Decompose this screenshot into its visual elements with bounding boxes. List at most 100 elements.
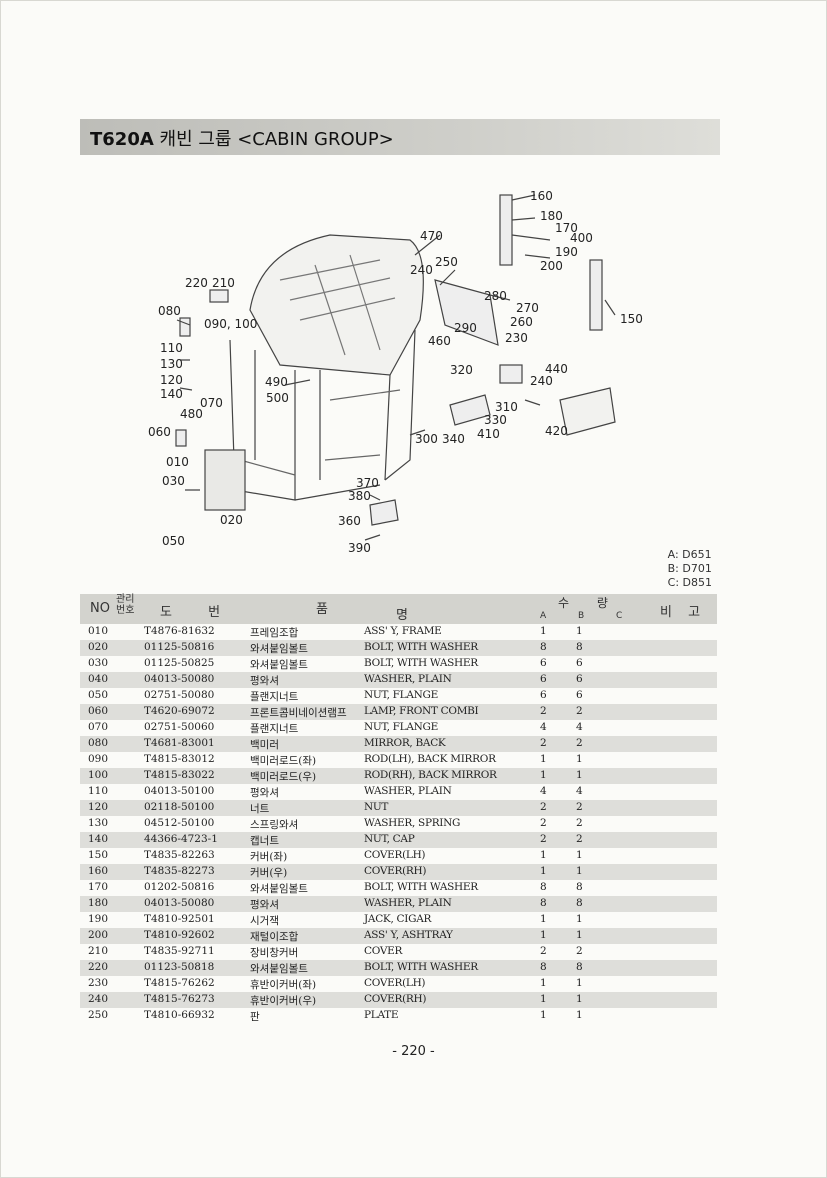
callout-label: 220 [185, 276, 208, 290]
cell-b: 4 [576, 785, 583, 797]
cell-b: 1 [576, 769, 583, 781]
callout-label: 480 [180, 407, 203, 421]
cell-part: 01125-50825 [144, 657, 215, 669]
cell-b: 8 [576, 641, 583, 653]
section-name: 캐빈 그룹 <CABIN GROUP> [159, 129, 394, 150]
cell-part: T4815-76262 [144, 977, 215, 989]
cell-en: NUT, FLANGE [364, 721, 438, 733]
cell-part: 04512-50100 [144, 817, 215, 829]
callout-label: 150 [620, 312, 643, 326]
cell-en: BOLT, WITH WASHER [364, 641, 478, 653]
cell-b: 2 [576, 833, 583, 845]
cell-a: 8 [540, 961, 547, 973]
cell-a: 6 [540, 657, 547, 669]
callout-label: 360 [338, 514, 361, 528]
cell-b: 1 [576, 929, 583, 941]
cell-en: COVER [364, 945, 403, 957]
legend-item: B: D701 [667, 562, 712, 575]
cell-kr: 와셔붙임볼트 [250, 963, 308, 975]
cell-a: 1 [540, 977, 547, 989]
cell-en: WASHER, SPRING [364, 817, 461, 829]
cell-no: 220 [88, 961, 109, 973]
cell-part: T4815-83012 [144, 753, 215, 765]
section-title: T620A 캐빈 그룹 <CABIN GROUP> [90, 125, 394, 151]
cell-en: COVER(RH) [364, 993, 427, 1005]
cell-b: 2 [576, 737, 583, 749]
cell-part: 04013-50080 [144, 897, 215, 909]
cell-kr: 휴반이커버(좌) [250, 979, 317, 991]
cell-en: JACK, CIGAR [364, 913, 432, 925]
cell-no: 080 [88, 737, 109, 749]
callout-label: 170 [555, 221, 578, 235]
cell-b: 1 [576, 865, 583, 877]
callout-label: 320 [450, 363, 473, 377]
cell-kr: 평와셔 [250, 675, 279, 687]
cell-kr: 평와셔 [250, 787, 279, 799]
cell-a: 2 [540, 705, 547, 717]
cell-kr: 백미러로드(좌) [250, 755, 317, 767]
cell-en: COVER(LH) [364, 977, 426, 989]
cell-part: 02751-50060 [144, 721, 215, 733]
cell-a: 8 [540, 897, 547, 909]
cell-en: LAMP, FRONT COMBI [364, 705, 479, 717]
cell-b: 2 [576, 945, 583, 957]
cell-no: 200 [88, 929, 109, 941]
cell-en: COVER(RH) [364, 865, 427, 877]
cell-part: 44366-4723-1 [144, 833, 218, 845]
cell-kr: 커버(우) [250, 867, 288, 879]
cell-a: 1 [540, 993, 547, 1005]
cell-a: 2 [540, 817, 547, 829]
cell-no: 240 [88, 993, 109, 1005]
callout-label: 310 [495, 400, 518, 414]
cell-part: 04013-50100 [144, 785, 215, 797]
cell-en: MIRROR, BACK [364, 737, 446, 749]
cell-b: 2 [576, 817, 583, 829]
callout-label: 300 [415, 432, 438, 446]
cell-kr: 너트 [250, 803, 270, 815]
cell-kr: 와셔붙임볼트 [250, 883, 308, 895]
legend-item: A: D651 [667, 548, 712, 561]
cell-no: 060 [88, 705, 109, 717]
cell-part: 01202-50816 [144, 881, 215, 893]
col-b: B [578, 611, 585, 621]
callout-label: 160 [530, 189, 553, 203]
callout-label: 390 [348, 541, 371, 555]
cell-b: 1 [576, 753, 583, 765]
col-part-no: 도 번 [160, 605, 237, 620]
cell-b: 1 [576, 849, 583, 861]
cell-kr: 시거잭 [250, 915, 279, 927]
cell-kr: 백미러 [250, 739, 279, 751]
cell-no: 110 [88, 785, 109, 797]
cell-no: 010 [88, 625, 109, 637]
cell-en: COVER(LH) [364, 849, 426, 861]
col-no: NO [90, 601, 110, 616]
callout-label: 250 [435, 255, 458, 269]
cell-en: WASHER, PLAIN [364, 897, 452, 909]
cell-en: NUT, CAP [364, 833, 415, 845]
cell-kr: 평와셔 [250, 899, 279, 911]
col-remark: 비 고 [660, 605, 707, 620]
callout-label: 080 [158, 304, 181, 318]
cell-part: T4620-69072 [144, 705, 215, 717]
cell-b: 2 [576, 801, 583, 813]
cell-b: 4 [576, 721, 583, 733]
callout-label: 470 [420, 229, 443, 243]
callout-label: 330 [484, 413, 507, 427]
callout-label: 440 [545, 362, 568, 376]
cell-kr: 플랜지너트 [250, 723, 299, 735]
cell-a: 8 [540, 881, 547, 893]
col-name-b: 명 [396, 608, 408, 623]
cell-part: T4810-92602 [144, 929, 215, 941]
cell-part: T4835-82273 [144, 865, 215, 877]
cell-a: 2 [540, 945, 547, 957]
